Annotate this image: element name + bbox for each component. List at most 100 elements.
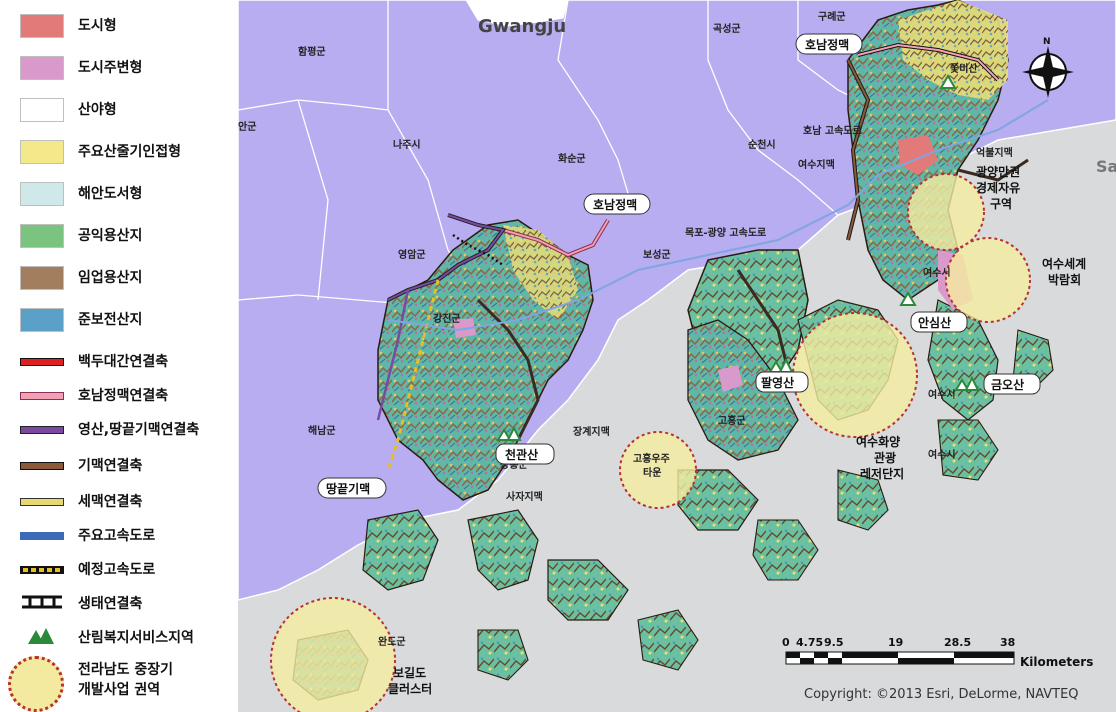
- label-ttangkkeut: 땅끝기맥: [326, 481, 370, 496]
- map-labels: Gwangju 함평군 곡성군 구례군 안군 나주시 화순군 순천시 영암군 보…: [238, 10, 1116, 648]
- legend-swatch: [20, 224, 64, 248]
- legend-label: 도시형: [78, 18, 117, 34]
- legend-item: 생태연결축: [0, 586, 238, 620]
- mountain-icon: [496, 425, 522, 441]
- label-hampyeong: 함평군: [298, 45, 326, 58]
- mountain-icon: [954, 375, 980, 391]
- label-yeosu-jimaek: 여수지맥: [798, 158, 835, 171]
- map-canvas[interactable]: Gwangju 함평군 곡성군 구례군 안군 나주시 화순군 순천시 영암군 보…: [238, 0, 1116, 712]
- label-cheongwan: 천관산: [505, 447, 538, 462]
- scale-tick-0: 0: [782, 636, 790, 649]
- scale-tick-1: 4.75: [796, 636, 823, 649]
- label-hwasun: 화순군: [558, 153, 586, 165]
- highways: [387, 99, 1049, 332]
- legend-label: 준보전산지: [78, 312, 143, 328]
- label-naju: 나주시: [393, 138, 421, 151]
- legend-zone-circle: [8, 656, 64, 712]
- legend-swatch: [20, 98, 64, 122]
- legend-line: [20, 594, 64, 609]
- legend-item: 준보전산지: [0, 302, 238, 336]
- label-saja: 사자지맥: [506, 490, 543, 503]
- label-sa: Sa: [1096, 157, 1116, 176]
- legend-label: 주요산줄기인접형: [78, 144, 182, 160]
- legend-swatch: [20, 56, 64, 80]
- label-honam-mid: 호남정맥: [593, 197, 637, 212]
- label-gurye: 구례군: [818, 10, 846, 23]
- legend-line: [20, 566, 64, 574]
- legend-item: 기맥연결축: [0, 448, 238, 482]
- legend-label: 기맥연결축: [78, 458, 143, 474]
- legend-label: 임업용산지: [78, 270, 143, 286]
- scale-tick-4: 28.5: [944, 636, 971, 649]
- svg-text:N: N: [1043, 37, 1051, 47]
- scale-tick-2: 9.5: [824, 636, 844, 649]
- label-gokseong: 곡성군: [713, 22, 741, 35]
- mountain-icon: [899, 291, 917, 306]
- legend-item: 도시형: [0, 8, 238, 42]
- label-boseong: 보성군: [643, 248, 671, 261]
- legend-label: 세맥연결축: [78, 494, 143, 510]
- legend-swatch: [20, 266, 64, 290]
- legend-swatch: [20, 182, 64, 206]
- legend-item: 도시주변형: [0, 50, 238, 84]
- legend-label: 호남정맥연결축: [78, 388, 169, 404]
- label-haenam: 해남군: [308, 424, 336, 437]
- label-gwangju: Gwangju: [478, 16, 566, 37]
- label-gangjin: 강진군: [433, 312, 461, 325]
- label-expo-ghost: 여수시: [923, 266, 951, 279]
- legend-label: 해안도서형: [78, 186, 143, 202]
- label-janggye: 장계지맥: [573, 425, 610, 438]
- ridge-axes: [376, 42, 1029, 471]
- label-geumo: 금오산: [991, 377, 1024, 392]
- compass-icon: N: [1022, 37, 1074, 98]
- legend-item: 세맥연결축: [0, 484, 238, 518]
- scale-unit: Kilometers: [1020, 655, 1093, 669]
- scale-tick-3: 19: [888, 636, 903, 649]
- legend-label: 예정고속도로: [78, 562, 156, 578]
- label-ancheon: 안군: [238, 120, 256, 133]
- legend-item: 산림복지서비스지역: [0, 620, 238, 654]
- scale-bar: 0 4.75 9.5 19 28.5 38 Kilometers: [782, 636, 1093, 669]
- legend-line: [20, 462, 64, 470]
- legend-item: 예정고속도로: [0, 552, 238, 586]
- legend-label: 공익용산지: [78, 228, 143, 244]
- legend-label: 산야형: [78, 102, 117, 118]
- mountain-icon: [939, 74, 957, 89]
- legend-item: 영산,땅끝기맥연결축: [0, 412, 238, 446]
- legend-label: 백두대간연결축: [78, 354, 169, 370]
- legend-label: 영산,땅끝기맥연결축: [78, 422, 200, 438]
- pill-labels: 호남정맥 호남정맥 땅끝기맥 천관산 팔영산 안심산 금오산 쫓비산: [317, 33, 1041, 499]
- legend-item: 주요산줄기인접형: [0, 134, 238, 168]
- legend-line: [20, 532, 64, 540]
- legend-label: 생태연결축: [78, 596, 143, 612]
- legend-item: 주요고속도로: [0, 518, 238, 552]
- development-zones: [270, 173, 1031, 712]
- copyright: Copyright: ©2013 Esri, DeLorme, NAVTEQ: [804, 687, 1079, 702]
- legend-swatch: [20, 308, 64, 332]
- label-suncheon: 순천시: [748, 138, 776, 151]
- legend-swatch: [20, 140, 64, 164]
- legend-label: 도시주변형: [78, 60, 143, 76]
- label-wando: 완도군: [378, 635, 406, 648]
- gwangju-city[interactable]: [465, 0, 569, 27]
- legend-line: [20, 358, 64, 366]
- label-palyeong: 팔영산: [761, 375, 794, 390]
- legend-item: 임업용산지: [0, 260, 238, 294]
- label-honam-hwy: 호남 고속도로: [803, 124, 862, 137]
- legend-item: 산야형: [0, 92, 238, 126]
- legend-line: [20, 392, 64, 400]
- legend-line: [20, 498, 64, 506]
- label-eokbul: 억불지맥: [976, 146, 1013, 159]
- mountain-icon: [20, 626, 64, 644]
- legend-item: 백두대간연결축: [0, 344, 238, 378]
- label-yeongam: 영암군: [398, 248, 426, 261]
- legend-item: 해안도서형: [0, 176, 238, 210]
- legend-item: 공익용산지: [0, 218, 238, 252]
